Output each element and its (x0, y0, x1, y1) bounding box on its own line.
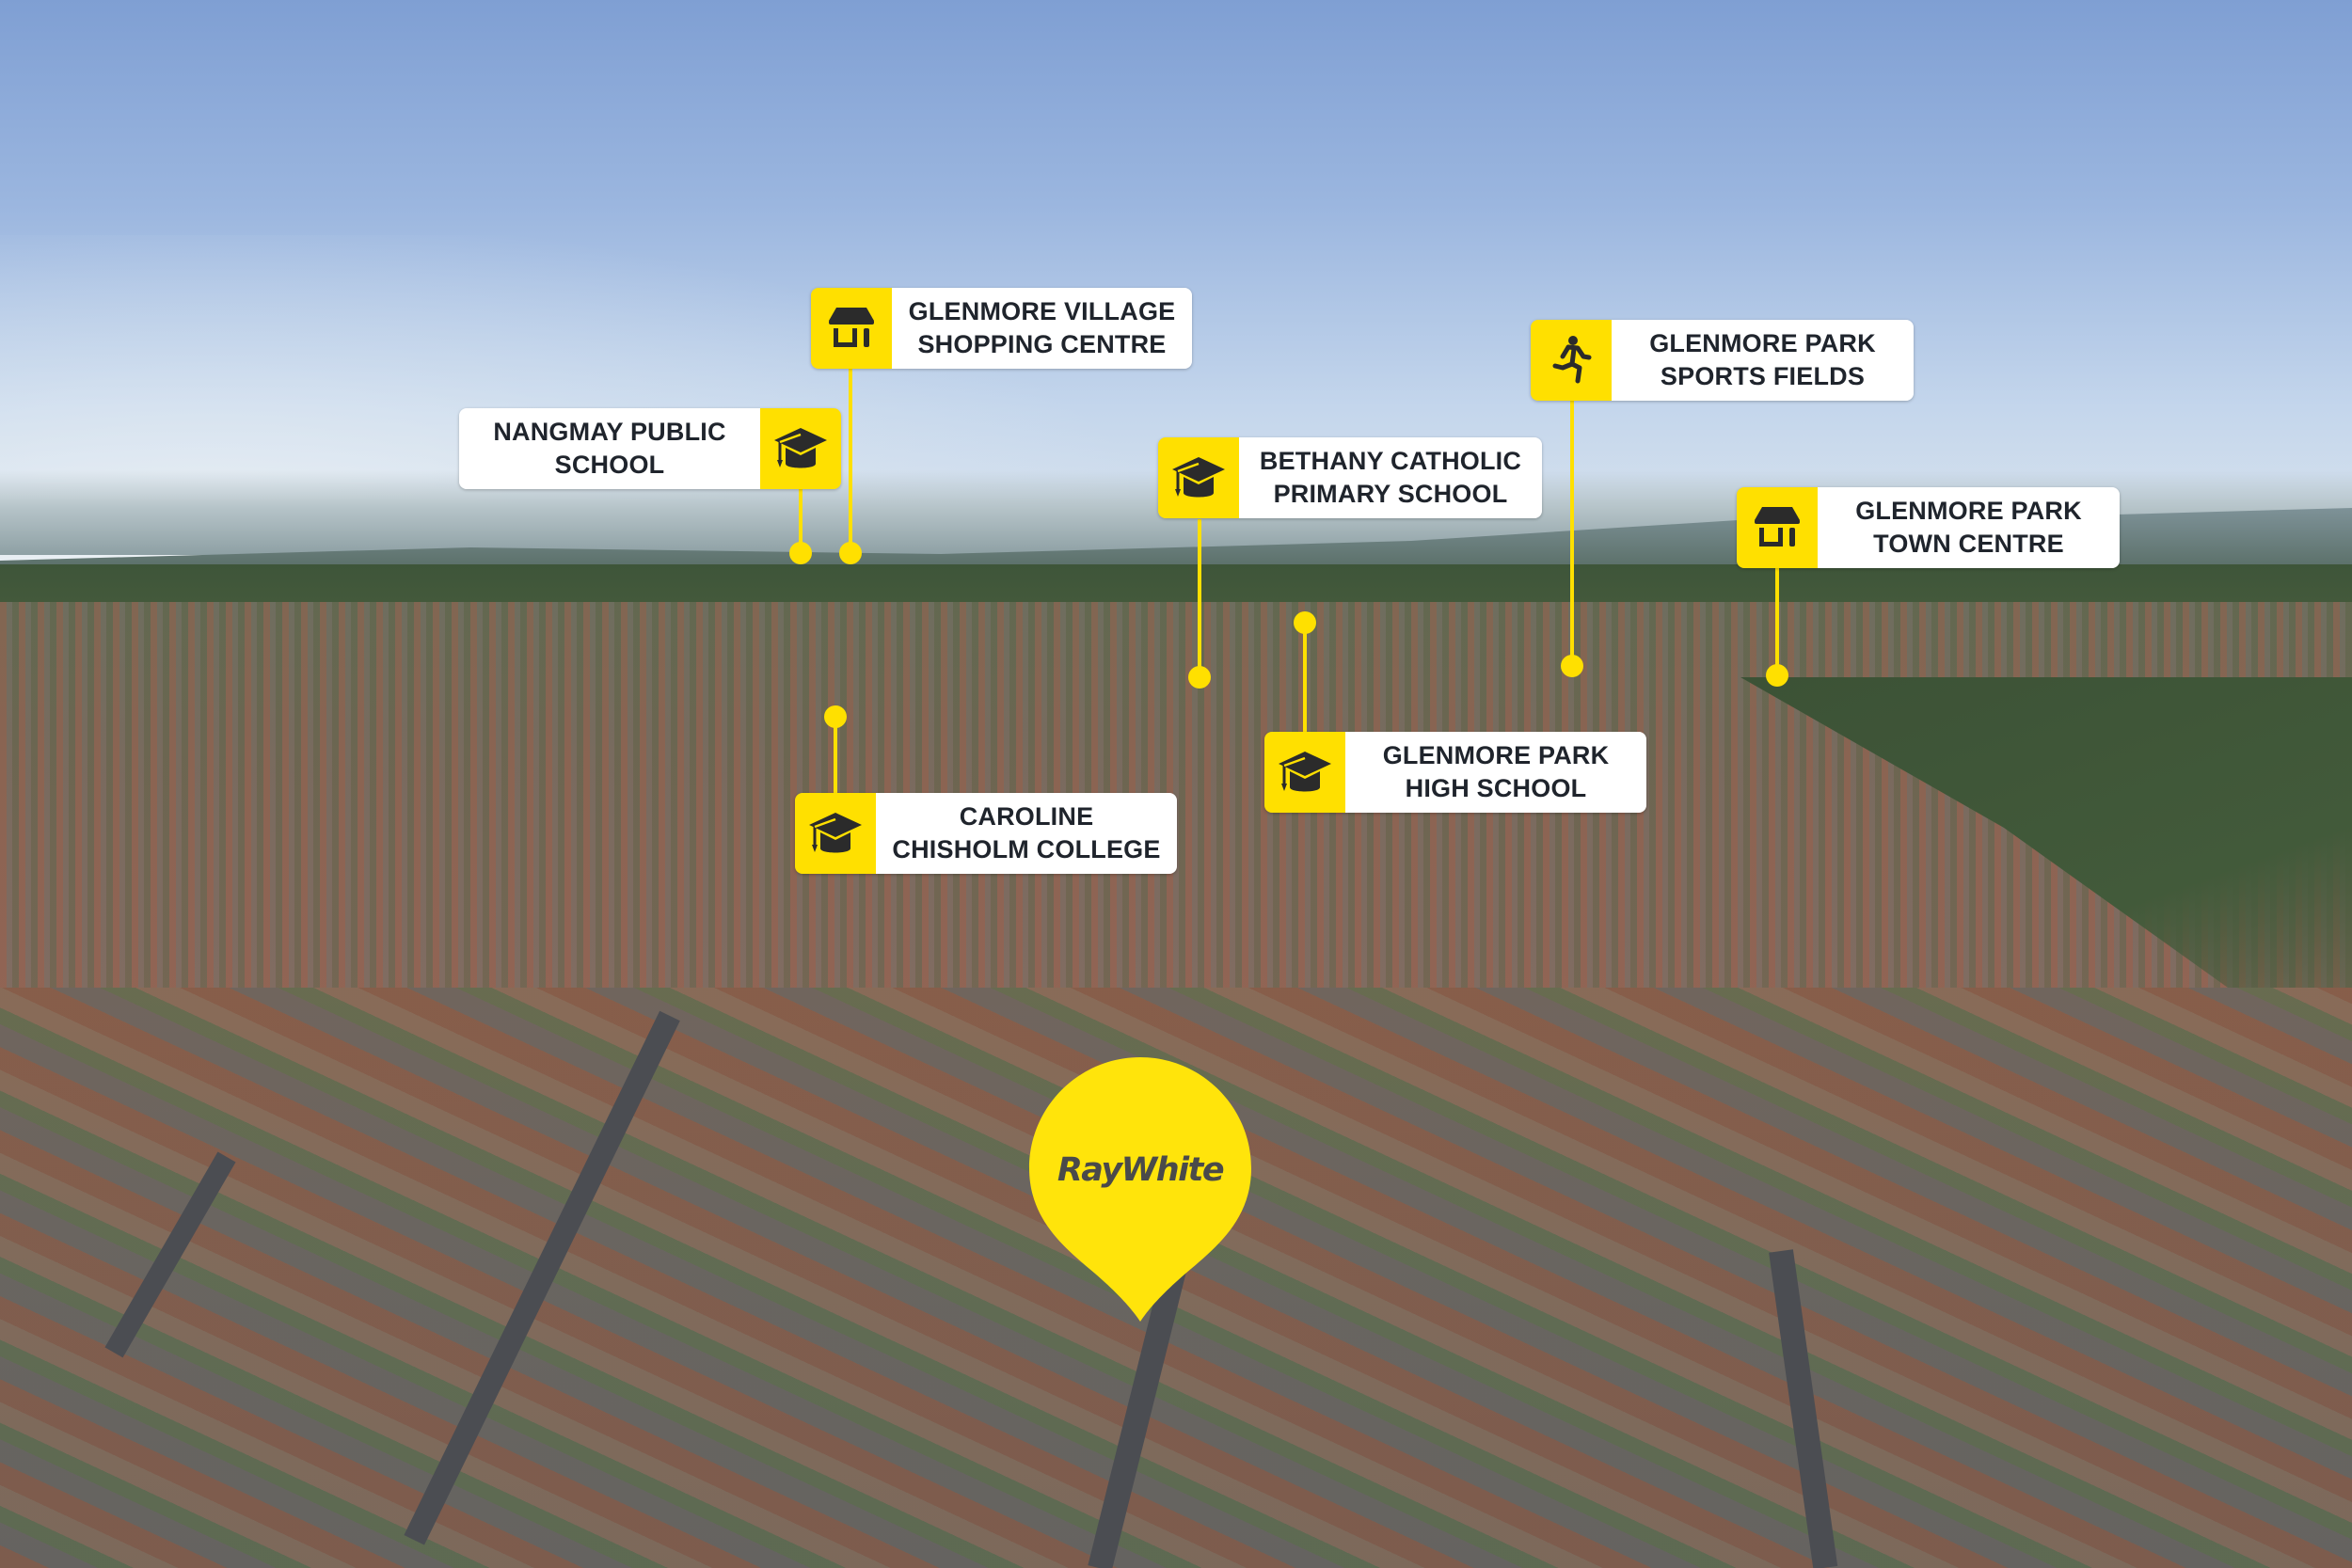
shop-icon (811, 288, 892, 369)
callout-stem (799, 489, 803, 553)
graduation-cap-icon (1264, 732, 1345, 813)
callout-stem (1198, 519, 1201, 677)
callout-label: NANGMAY PUBLIC SCHOOL (459, 408, 760, 489)
callout-caroline-chisholm-college: CAROLINE CHISHOLM COLLEGE (795, 793, 1177, 874)
location-dot (1188, 666, 1211, 689)
callout-label: GLENMORE VILLAGE SHOPPING CENTRE (892, 288, 1192, 369)
brand-logo: RayWhite (1057, 1151, 1225, 1189)
callout-stem (834, 717, 837, 794)
callout-glenmore-park-town-centre: GLENMORE PARK TOWN CENTRE (1737, 487, 2120, 568)
location-dot (1561, 655, 1583, 677)
callout-nangmay-public-school: NANGMAY PUBLIC SCHOOL (459, 408, 841, 489)
location-dot (1294, 611, 1316, 634)
location-pin-icon (1029, 1057, 1251, 1322)
location-dot (1766, 664, 1788, 687)
callout-bethany-catholic-primary-school: BETHANY CATHOLIC PRIMARY SCHOOL (1158, 437, 1542, 518)
callout-stem (1303, 621, 1307, 734)
callout-label: CAROLINE CHISHOLM COLLEGE (876, 793, 1177, 874)
callout-stem (1775, 568, 1779, 675)
graduation-cap-icon (760, 408, 841, 489)
property-location-pin: RayWhite (1027, 1055, 1253, 1323)
callout-glenmore-park-sports-fields: GLENMORE PARK SPORTS FIELDS (1531, 320, 1914, 401)
location-dot (789, 542, 812, 564)
graduation-cap-icon (1158, 437, 1239, 518)
running-person-icon (1531, 320, 1612, 401)
location-dot (839, 542, 862, 564)
callout-label: GLENMORE PARK TOWN CENTRE (1818, 487, 2120, 568)
callout-stem (849, 369, 852, 553)
callout-label: GLENMORE PARK HIGH SCHOOL (1345, 732, 1646, 813)
callout-label: BETHANY CATHOLIC PRIMARY SCHOOL (1239, 437, 1542, 518)
callout-glenmore-park-high-school: GLENMORE PARK HIGH SCHOOL (1264, 732, 1646, 813)
callout-label: GLENMORE PARK SPORTS FIELDS (1612, 320, 1914, 401)
callout-stem (1570, 401, 1574, 666)
callout-glenmore-village-shopping-centre: GLENMORE VILLAGE SHOPPING CENTRE (811, 288, 1192, 369)
location-dot (824, 705, 847, 728)
graduation-cap-icon (795, 793, 876, 874)
shop-icon (1737, 487, 1818, 568)
